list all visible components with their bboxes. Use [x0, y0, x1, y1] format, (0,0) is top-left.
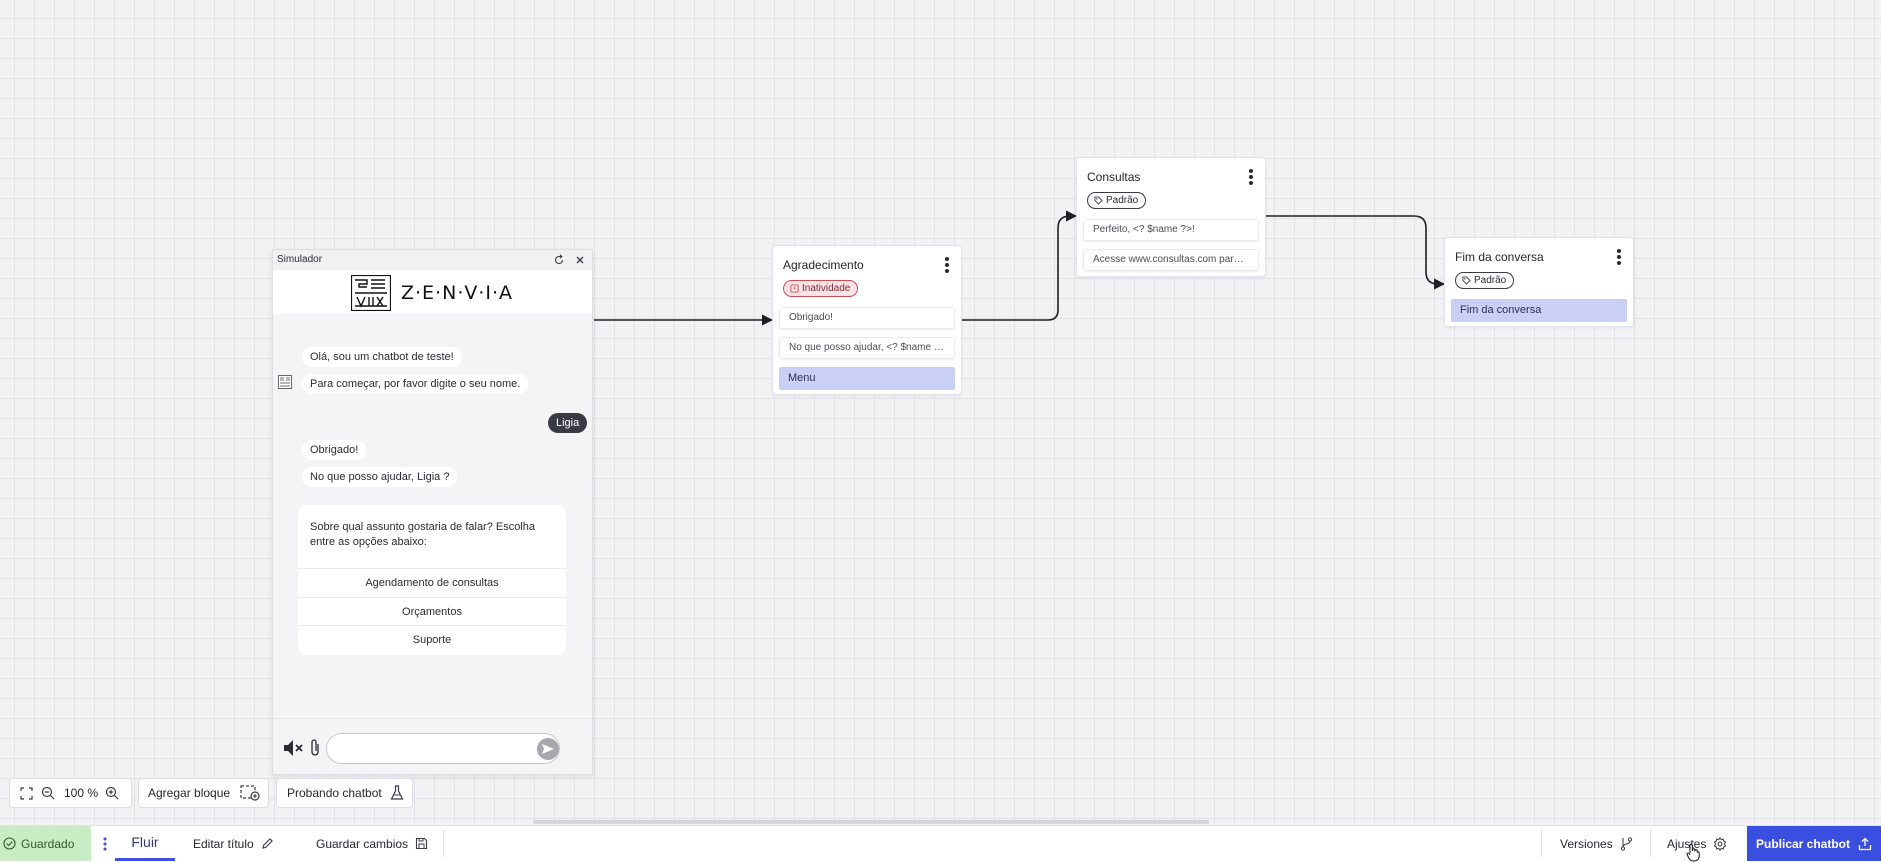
- publish-label: Publicar chatbot: [1755, 836, 1850, 851]
- user-message: Ligia: [548, 413, 588, 433]
- publish-chatbot-button[interactable]: Publicar chatbot: [1747, 826, 1881, 861]
- more-vertical-icon[interactable]: [1613, 248, 1625, 266]
- zoom-out-icon[interactable]: [41, 786, 55, 800]
- more-vertical-icon[interactable]: [1245, 168, 1257, 186]
- close-icon[interactable]: [574, 254, 586, 266]
- edge-agradecimento-consultas: [962, 210, 1078, 321]
- pencil-icon: [261, 838, 273, 849]
- simulator-title: Simulador: [277, 254, 323, 265]
- zoom-controls: 100 %: [9, 778, 132, 808]
- send-icon: [542, 744, 554, 754]
- bot-message: Olá, sou um chatbot de teste!: [302, 347, 462, 367]
- logo-wordmark: Z·E·N·V·I·A: [401, 282, 514, 304]
- horizontal-scrollbar[interactable]: [533, 820, 1209, 824]
- quick-reply-option[interactable]: Orçamentos: [298, 597, 566, 626]
- save-changes-label: Guardar cambios: [316, 836, 409, 851]
- versions-button[interactable]: Versiones: [1560, 826, 1633, 861]
- node-consultas[interactable]: Consultas Padrão Perfeito, <? $name ?>! …: [1076, 157, 1266, 277]
- hand-cursor-icon: [1686, 843, 1700, 862]
- versions-label: Versiones: [1560, 836, 1613, 851]
- divider: [1650, 830, 1651, 857]
- divider: [1541, 830, 1542, 857]
- more-vertical-icon[interactable]: [941, 256, 953, 274]
- brand-logo: Z·E·N·V·I·A: [273, 270, 592, 314]
- gear-icon: [1714, 836, 1727, 851]
- bot-message: No que posso ajudar, Ligia ?: [302, 467, 458, 487]
- node-title: Fim da conversa: [1455, 250, 1544, 264]
- timer-icon: [790, 284, 799, 293]
- saved-status: Guardado: [0, 826, 91, 861]
- option-fim-da-conversa[interactable]: Fim da conversa: [1451, 299, 1627, 322]
- tag-label: Padrão: [1106, 195, 1139, 206]
- tab-fluir[interactable]: Fluir: [115, 826, 175, 861]
- quick-reply-option[interactable]: Suporte: [298, 625, 566, 654]
- edge-consultas-fim: [1266, 215, 1446, 290]
- check-circle-icon: [3, 837, 16, 850]
- send-button[interactable]: [537, 738, 559, 760]
- node-agradecimento[interactable]: Agradecimento Inatividade Obrigado! No q…: [772, 245, 962, 395]
- divider: [443, 830, 444, 857]
- node-title: Agradecimento: [783, 258, 864, 272]
- quick-reply-card: Sobre qual assunto gostaria de falar? Es…: [298, 505, 566, 655]
- message-item[interactable]: Perfeito, <? $name ?>!: [1083, 219, 1259, 241]
- chat-message-input[interactable]: [326, 733, 560, 764]
- zoom-level: 100 %: [64, 786, 99, 800]
- restart-icon[interactable]: [553, 254, 565, 266]
- bot-message: Obrigado!: [302, 440, 367, 460]
- save-changes-button[interactable]: Guardar cambios: [316, 826, 428, 861]
- tag-label: Padrão: [1474, 275, 1507, 286]
- more-options-button[interactable]: [99, 826, 111, 861]
- quick-reply-option[interactable]: Agendamento de consultas: [298, 568, 566, 597]
- testing-chatbot-label: Probando chatbot: [287, 786, 382, 800]
- settings-label: Ajustes: [1667, 836, 1707, 851]
- add-block-icon: [240, 785, 260, 801]
- settings-button[interactable]: Ajustes: [1667, 826, 1727, 861]
- more-vertical-icon: [103, 837, 107, 850]
- add-block-label: Agregar bloque: [148, 786, 231, 800]
- option-menu[interactable]: Menu: [779, 367, 955, 390]
- branch-icon: [1620, 836, 1632, 851]
- message-item[interactable]: Obrigado!: [779, 307, 955, 329]
- bottom-toolbar: Guardado Fluir Editar título Guardar cam…: [0, 825, 1881, 862]
- saved-label: Guardado: [21, 836, 75, 851]
- bot-avatar-icon: [278, 375, 292, 389]
- tag-icon: [1094, 196, 1103, 205]
- tag-default: Padrão: [1455, 272, 1515, 289]
- message-item[interactable]: No que posso ajudar, <? $name ?>?: [779, 337, 955, 359]
- edit-title-label: Editar título: [193, 836, 254, 851]
- testing-chatbot-button[interactable]: Probando chatbot: [276, 778, 413, 808]
- tag-default: Padrão: [1087, 192, 1147, 209]
- flow-canvas[interactable]: Agradecimento Inatividade Obrigado! No q…: [0, 0, 1881, 825]
- tag-label: Inatividade: [802, 283, 851, 294]
- tab-label: Fluir: [131, 834, 159, 850]
- simulator-panel[interactable]: Simulador Z·E·N·V·I·A Olá, sou um chatbo…: [272, 249, 593, 775]
- mute-icon[interactable]: [283, 739, 305, 757]
- message-item[interactable]: Acesse www.consultas.com para agendar su…: [1083, 249, 1259, 271]
- add-block-button[interactable]: Agregar bloque: [138, 778, 269, 808]
- tag-icon: [1462, 276, 1471, 285]
- bot-message: Para começar, por favor digite o seu nom…: [302, 374, 529, 394]
- fullscreen-icon[interactable]: [20, 786, 33, 800]
- tag-inactivity: Inatividade: [783, 280, 859, 297]
- save-icon: [415, 837, 428, 850]
- flask-icon: [390, 785, 404, 800]
- node-title: Consultas: [1087, 170, 1141, 184]
- chat-input-bar: [273, 718, 592, 774]
- zenvia-logo-icon: [351, 275, 391, 311]
- zoom-in-icon[interactable]: [105, 786, 119, 800]
- quick-reply-text: Sobre qual assunto gostaria de falar? Es…: [310, 521, 536, 548]
- upload-icon: [1858, 837, 1872, 850]
- edit-title-button[interactable]: Editar título: [193, 826, 274, 861]
- simulator-header: Simulador: [273, 250, 592, 270]
- attachment-icon[interactable]: [309, 738, 321, 758]
- node-fim-da-conversa[interactable]: Fim da conversa Padrão Fim da conversa: [1444, 237, 1634, 327]
